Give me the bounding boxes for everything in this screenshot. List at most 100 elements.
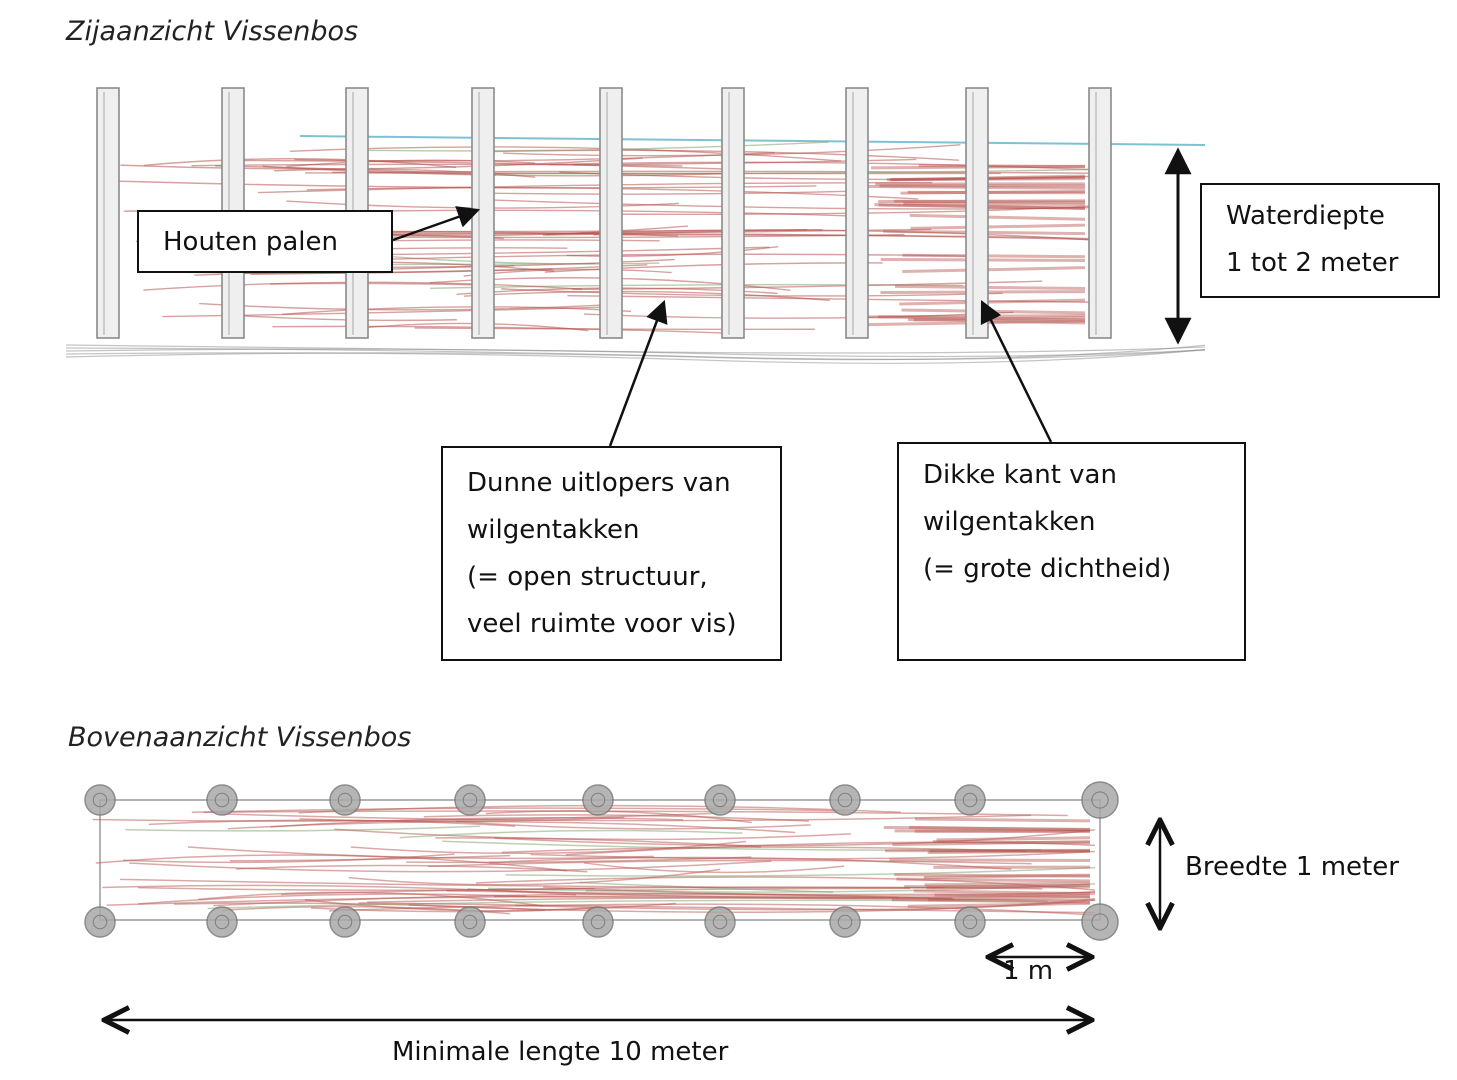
- wooden-post: [1088, 87, 1112, 339]
- post-top-view-ring: [1091, 913, 1109, 931]
- willow-branch: [332, 170, 1106, 175]
- post-top-view: [1081, 903, 1119, 941]
- ground-stroke: [65, 344, 1206, 361]
- willow-branch-top: [505, 866, 1096, 877]
- willow-branch-top: [487, 883, 1096, 893]
- willow-branch: [272, 325, 736, 335]
- willow-branch-top: [95, 854, 568, 872]
- post-top-view-ring: [214, 914, 230, 930]
- wooden-post: [721, 87, 745, 339]
- willow-branch-top-thick: [909, 825, 1091, 832]
- willow-branch-top: [485, 810, 752, 824]
- thin-branches-line-2: wilgentakken: [467, 515, 640, 545]
- willow-branch-top: [281, 886, 1043, 896]
- willow-branch-thick: [902, 266, 1086, 274]
- depth-label-line-1: Waterdiepte: [1226, 201, 1385, 231]
- willow-branch-top: [219, 813, 1032, 822]
- willow-branch-thick: [894, 284, 1086, 291]
- willow-branch-top: [442, 840, 1041, 851]
- willow-branch-top-thick: [907, 901, 1091, 908]
- post-top-view-ring: [962, 914, 978, 930]
- thin-branches-line-4: veel ruimte voor vis): [467, 609, 737, 639]
- willow-branch-top: [408, 897, 1096, 914]
- willow-branch: [542, 228, 808, 236]
- willow-branch-top: [138, 893, 527, 905]
- post-top-view-ring: [214, 792, 230, 808]
- post-top-view: [704, 906, 736, 938]
- willow-branch: [286, 159, 536, 168]
- willow-branch-top: [467, 888, 1096, 899]
- willow-branch-top-thick: [883, 826, 1091, 831]
- willow-branch-top: [328, 903, 1096, 916]
- width-label: Breedte 1 meter: [1185, 852, 1399, 882]
- willow-branch-top-thick: [928, 895, 1091, 902]
- post-top-view: [1081, 781, 1119, 819]
- post-top-view-ring: [462, 914, 478, 930]
- willow-branch: [111, 180, 817, 189]
- willow-branch-top: [299, 816, 625, 823]
- wooden-post: [471, 87, 495, 339]
- willow-branch-top-thick: [892, 840, 1091, 847]
- willow-branch-top: [191, 807, 846, 814]
- willow-branch-top-thick: [926, 883, 1091, 890]
- willow-branch: [250, 268, 553, 275]
- ground-stroke: [65, 348, 1206, 364]
- willow-branch-top: [530, 850, 1096, 860]
- bottom-ground-line: [65, 344, 1206, 364]
- willow-branch-top: [92, 812, 718, 822]
- willow-branch: [282, 306, 632, 316]
- willow-branch-top: [423, 814, 809, 822]
- willow-branch-top: [187, 846, 654, 860]
- willow-branch: [549, 161, 1104, 171]
- post-top-view-ring: [712, 792, 728, 808]
- willow-branch-top-thick: [889, 858, 1091, 862]
- post-top-view-ring: [837, 792, 853, 808]
- willow-branch-top: [229, 854, 511, 862]
- willow-branch: [566, 246, 779, 257]
- willow-branch-top: [583, 862, 845, 874]
- thin-branches-line-3: (= open structuur,: [467, 562, 708, 592]
- thin-branches-label-box: Dunne uitlopers van wilgentakken (= open…: [441, 446, 782, 661]
- post-top-view-ring: [92, 914, 108, 930]
- willow-branch-thick: [910, 223, 1086, 230]
- post-top-view: [84, 906, 116, 938]
- post-top-view: [206, 784, 238, 816]
- post-top-view: [704, 784, 736, 816]
- willow-branch-top: [475, 876, 1096, 891]
- willow-branch-top: [350, 840, 747, 855]
- post-top-view-ring: [712, 914, 728, 930]
- willow-branch: [567, 294, 1095, 303]
- water-surface-line: [299, 135, 1206, 146]
- willow-branch-top-thick: [932, 840, 1091, 845]
- ground-stroke: [65, 344, 1206, 354]
- willow-branch-top: [125, 825, 481, 832]
- willow-branch: [583, 311, 1014, 319]
- depth-label-box: Waterdiepte 1 tot 2 meter: [1200, 183, 1440, 298]
- thin-branches-pointer-arrow: [608, 299, 668, 447]
- wooden-post: [96, 87, 120, 339]
- willow-branch: [598, 204, 1106, 215]
- depth-label-line-2: 1 tot 2 meter: [1226, 248, 1399, 278]
- thick-branches-line-2: wilgentakken: [923, 507, 1096, 537]
- post-top-view: [206, 906, 238, 938]
- willow-branch-top: [501, 846, 1027, 854]
- willow-branch-top: [428, 859, 1032, 868]
- side-view-title: Zijaanzicht Vissenbos: [66, 16, 359, 47]
- willow-branch-top: [213, 893, 954, 907]
- willow-branch-top-thick: [914, 817, 1091, 823]
- willow-branch-top: [494, 829, 1096, 847]
- willow-branch-top: [489, 856, 1012, 871]
- post-top-view: [954, 784, 986, 816]
- post-top-view-ring: [462, 792, 478, 808]
- willow-branch: [353, 141, 829, 152]
- post-top-view: [454, 906, 486, 938]
- post-top-view: [582, 784, 614, 816]
- wooden-posts-top: [84, 781, 1119, 941]
- willow-branch-thick: [918, 164, 1086, 169]
- willow-branch-thick: [902, 253, 1086, 259]
- willow-branch-top: [129, 860, 772, 873]
- post-top-view-ring: [92, 792, 108, 808]
- willow-branch-thick: [909, 213, 1086, 221]
- post-top-view-ring: [590, 792, 606, 808]
- spacing-label: 1 m: [1003, 956, 1054, 986]
